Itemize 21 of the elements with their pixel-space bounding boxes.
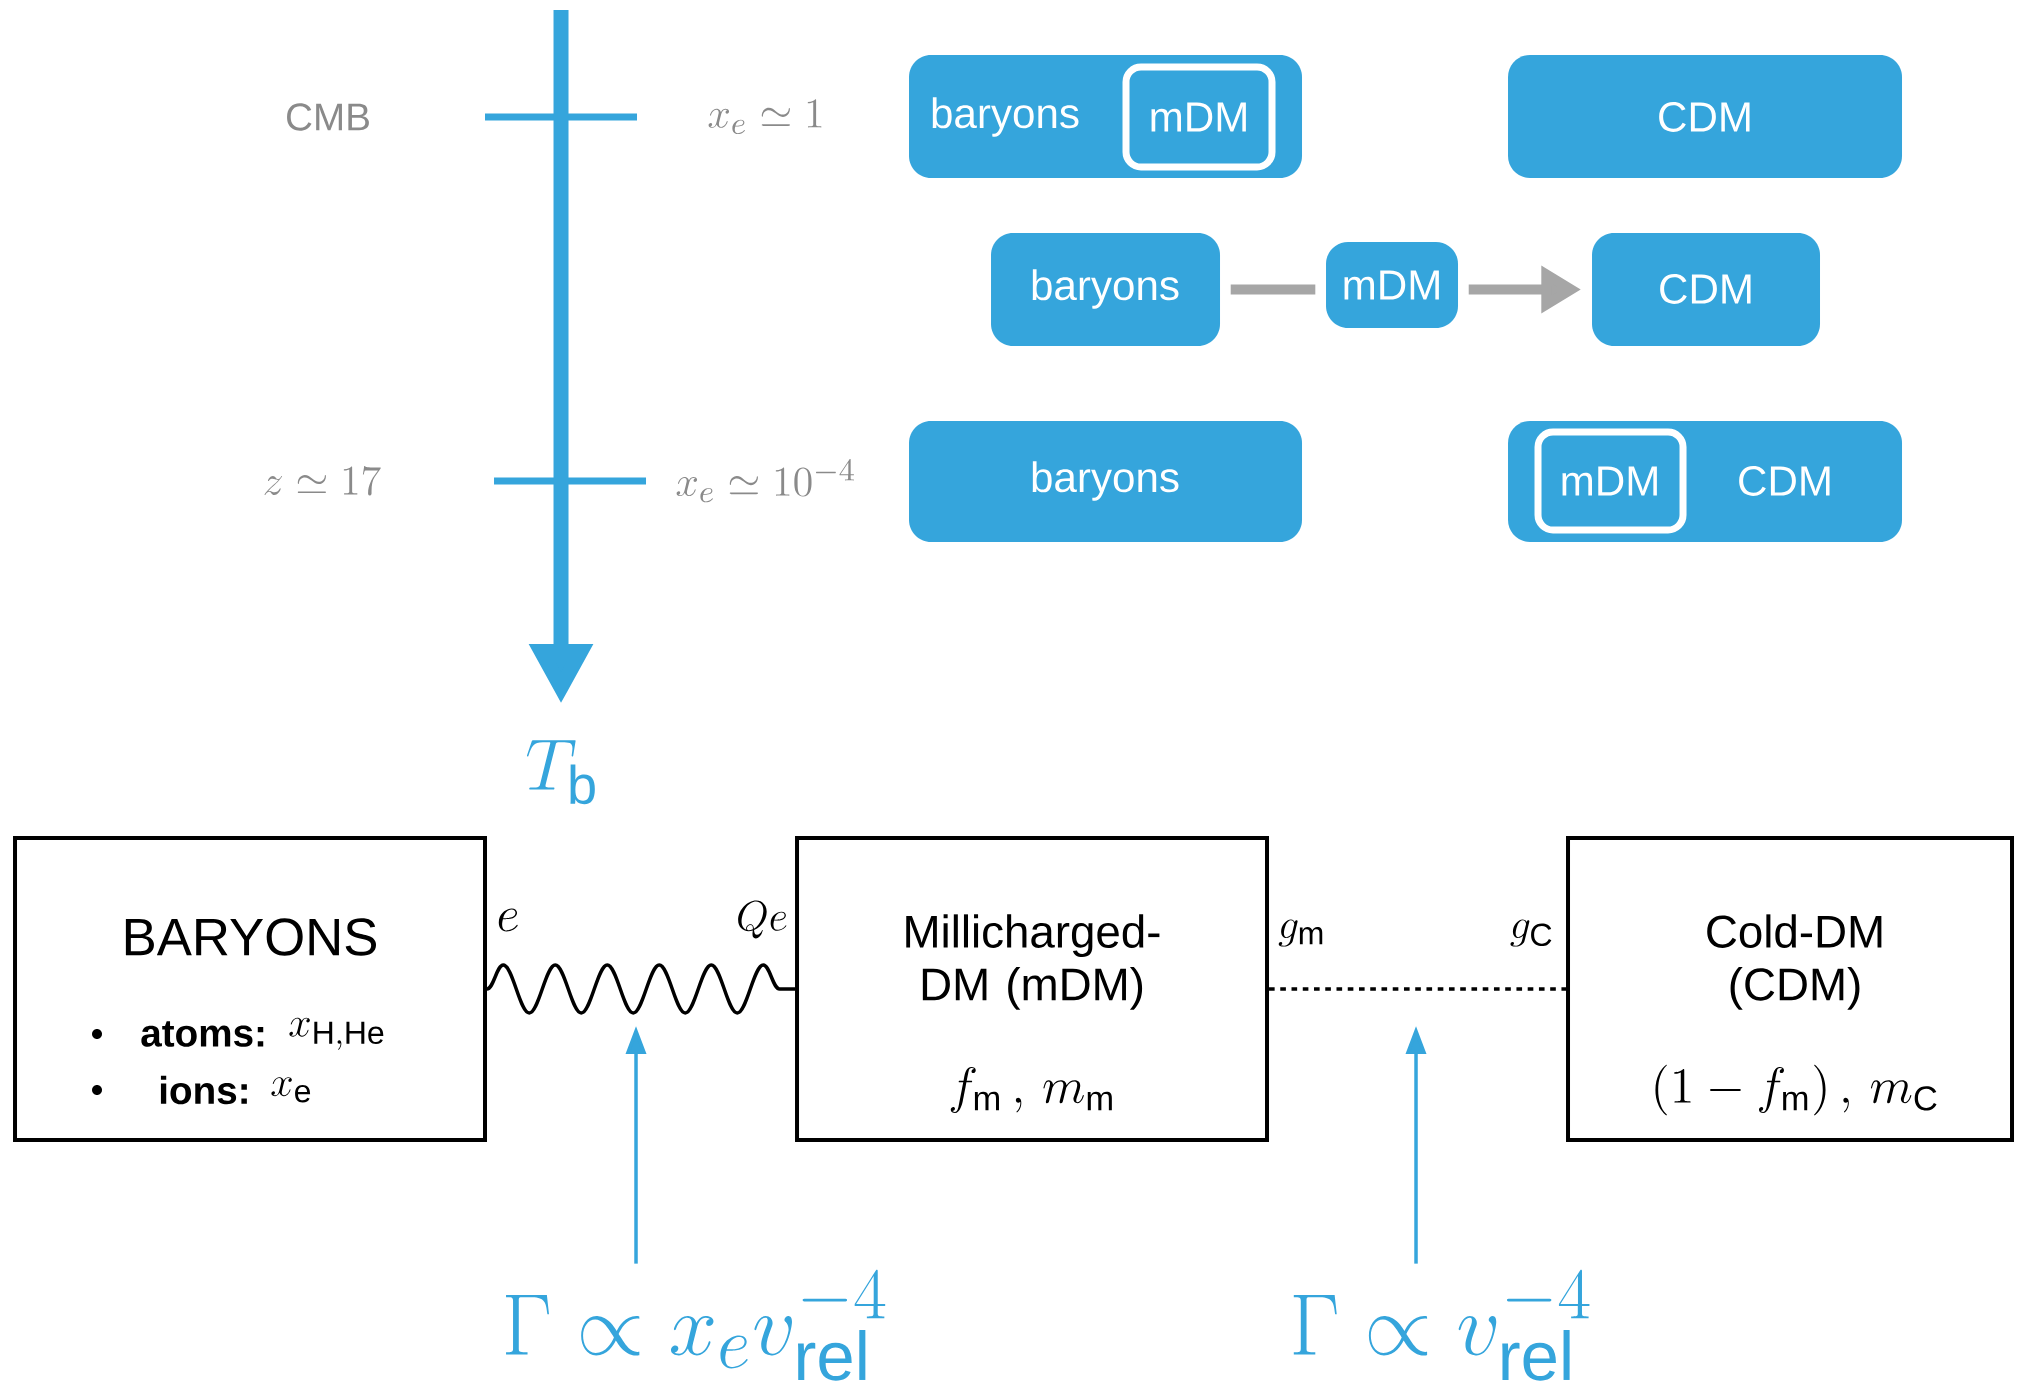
axis-label: $x_e\simeq 1$ [708, 99, 822, 135]
rounded-box: mDM [1326, 242, 1458, 328]
formula-label: $\Gamma\propto x_e v_{\mathrm{rel}}^{-4}$ [506, 1269, 886, 1381]
axis-label: $x_e\simeq 10^{-4}$ [676, 458, 854, 503]
rounded-box: baryons [991, 233, 1220, 346]
box: Millicharged-DM (mDM) $f_{\mathrm{m}}\,,\, m_{\mathrm{m}}$ [795, 836, 1269, 1142]
outlined-box: mDM [1534, 428, 1687, 534]
formula-label: $T_{\mathrm{b}}$ [526, 740, 595, 805]
axis-label: CMB [287, 103, 369, 131]
coupling-label: $Qe$ [738, 900, 787, 939]
box: Cold-DM (CDM) $(1-f_{\mathrm{m}})\,,\, m_{\mathrm{C}}$ [1566, 836, 2014, 1142]
box: BARYONS atoms: $x_{\mathrm{H,He}}$ ions: $x_{\mathrm{e}}$ [13, 836, 487, 1142]
formula-label: $\Gamma\propto v_{\mathrm{rel}}^{-4}$ [1293, 1269, 1590, 1381]
rounded-box: baryons [909, 421, 1302, 542]
dotted-line [1269, 987, 1566, 991]
rounded-box: CDM [1592, 233, 1820, 346]
coupling-label: $e$ [498, 908, 518, 932]
outlined-box: mDM [1122, 63, 1276, 171]
connector-line [1230, 284, 1316, 295]
axis-label: $z\simeq 17$ [264, 466, 381, 496]
rounded-box: CDM [1508, 55, 1902, 178]
